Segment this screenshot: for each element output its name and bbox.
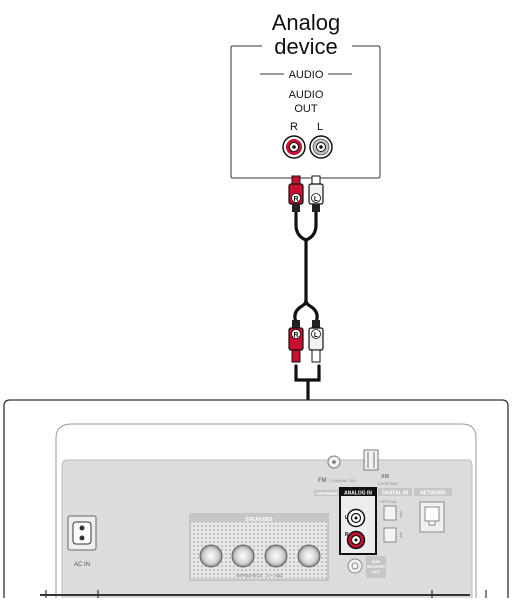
audio-section-label: AUDIO [289,69,324,81]
speakers-label: SPEAKERS [245,517,273,523]
rca-plug-top-r: R [288,175,304,212]
rca-jack-r [282,135,306,159]
plug-letter-l-top: L [314,196,319,203]
device-title-line2: device [274,34,338,59]
audio-out-label-1: AUDIO [289,89,324,101]
analog-device: Analog device AUDIO AUDIO OUT R L [230,10,381,179]
fm-label: FM [318,478,327,484]
am-sub-label: LOOP ANT. [378,481,399,486]
device-outline [230,45,381,179]
channel-r-label: R [290,121,298,133]
analog-in-r-label: R [345,532,349,538]
sub-label-2: WOOFER [367,564,385,569]
sub-label-1: SUB [372,559,381,564]
rca-plug-bottom-r: R [288,320,304,363]
receiver-unit: AC IN SPEAKERS IMPEDANCE : 4 ~ 16Ω FM CO… [3,399,509,598]
antenna-label: ANTENNA [316,491,339,496]
device-title-line1: Analog [272,10,341,35]
plug-letter-r-top: R [293,196,298,203]
audio-out-label-2: OUT [294,103,318,115]
subwoofer-out-jack: SUB WOOFER OUT [347,556,386,578]
plug-letter-l-bottom: L [314,332,319,339]
fm-sub-label: COAXIAL 75Ω [330,478,356,483]
rca-plug-bottom-l: L [308,320,324,363]
digital-in-jacks: DIGITAL IN OPTICAL [378,488,412,543]
rca-jack-l [309,135,333,159]
network-port: NETWORK [414,488,452,533]
am-label: AM [381,474,389,480]
ac-in-label: AC IN [74,562,90,568]
analog-in-l-label: L [345,515,348,521]
ac-inlet: AC IN [67,515,97,568]
speakers-terminal-block: SPEAKERS IMPEDANCE : 4 ~ 16Ω [189,513,329,581]
antenna-terminals: FM COAXIAL 75Ω AM LOOP ANT. [318,449,399,486]
rca-plug-top-l: L [308,175,324,212]
analog-in-jacks: ANALOG IN L R [339,487,377,555]
digital-in-label: DIGITAL IN [382,491,408,497]
network-label: NETWORK [420,491,446,497]
analog-in-label: ANALOG IN [344,491,372,497]
plug-letter-r-bottom: R [293,332,298,339]
optical-label: OPTICAL [380,499,398,504]
sub-label-3: OUT [372,569,381,574]
impedance-label: IMPEDANCE : 4 ~ 16Ω [236,573,283,578]
channel-l-label: L [317,121,323,133]
